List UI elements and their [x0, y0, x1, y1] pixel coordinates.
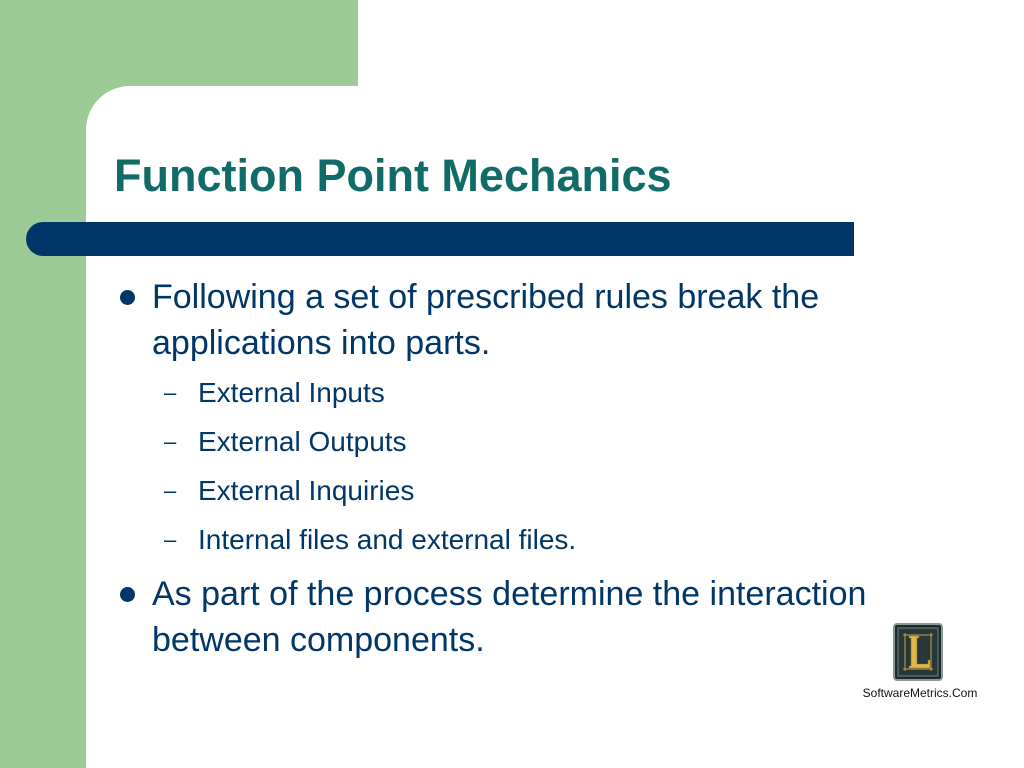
dash-icon: –	[164, 527, 177, 552]
sub-bullet-text: External Inputs	[198, 377, 385, 408]
dash-icon: –	[164, 429, 177, 454]
content-panel	[86, 86, 1024, 768]
sub-bullet-list: – External Inputs – External Outputs – E…	[114, 374, 964, 559]
sub-bullet-item: – Internal files and external files.	[114, 521, 964, 559]
bullet-text: Following a set of prescribed rules brea…	[152, 278, 820, 362]
slide-title: Function Point Mechanics	[114, 150, 672, 201]
bullet-dot-icon	[120, 587, 135, 602]
sub-bullet-item: – External Outputs	[114, 423, 964, 461]
sub-bullet-item: – External Inquiries	[114, 472, 964, 510]
bullet-list: Following a set of prescribed rules brea…	[114, 274, 964, 667]
dash-icon: –	[164, 478, 177, 503]
bullet-dot-icon	[120, 290, 135, 305]
bullet-item: Following a set of prescribed rules brea…	[114, 274, 964, 366]
sub-bullet-text: External Inquiries	[198, 475, 415, 506]
sub-bullet-text: External Outputs	[198, 426, 407, 457]
left-green-band	[0, 0, 86, 768]
letter-l-logo-icon	[893, 623, 943, 681]
top-right-white-area	[358, 0, 1024, 90]
sub-bullet-item: – External Inputs	[114, 374, 964, 412]
top-green-block	[0, 0, 358, 86]
bullet-text: As part of the process determine the int…	[152, 575, 867, 659]
dash-icon: –	[164, 380, 177, 405]
title-underline-bar	[26, 222, 854, 256]
bullet-item: As part of the process determine the int…	[114, 571, 964, 663]
logo-caption: SoftwareMetrics.Com	[862, 686, 978, 700]
sub-bullet-text: Internal files and external files.	[198, 524, 577, 555]
logo-graphic	[897, 627, 939, 677]
